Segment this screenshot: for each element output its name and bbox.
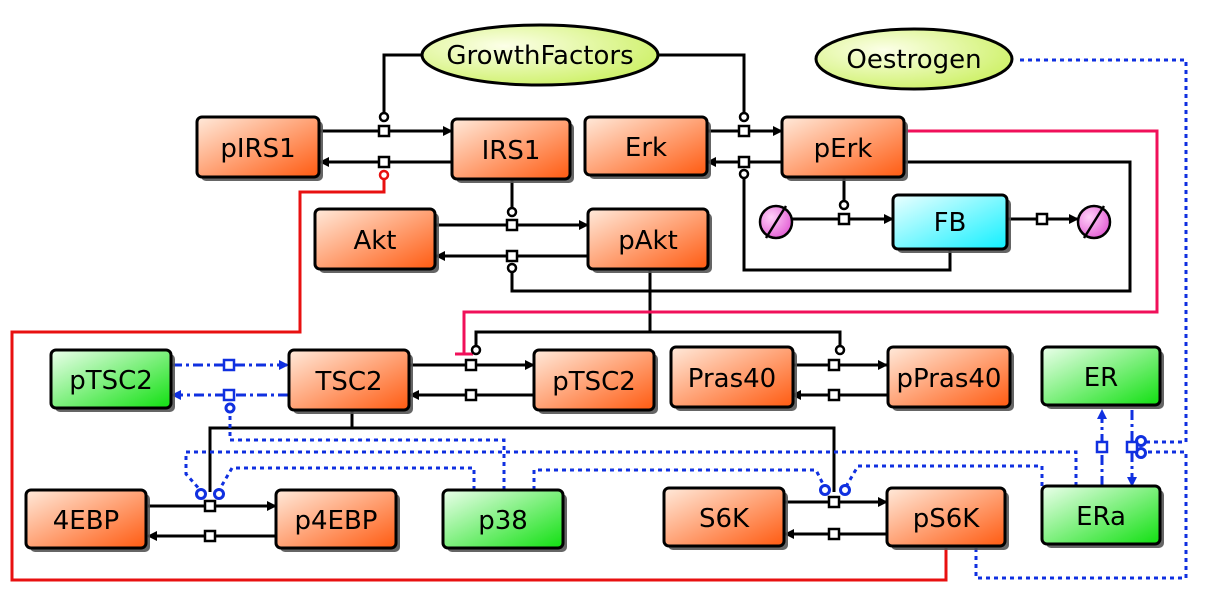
node-label: Erk — [625, 133, 667, 163]
modifier-circles — [378, 111, 850, 356]
node-growthfactors[interactable]: GrowthFactors — [420, 23, 660, 87]
node-pirs1[interactable]: pIRS1 — [195, 115, 321, 179]
reaction-squares-blue — [222, 358, 1139, 454]
node-fb[interactable]: FB — [891, 193, 1009, 251]
node-label: pS6K — [913, 504, 981, 534]
node-label: p4EBP — [295, 506, 378, 536]
node-perk[interactable]: pErk — [780, 115, 906, 179]
node-label: p38 — [478, 506, 528, 536]
node-label: TSC2 — [314, 367, 382, 397]
node-pakt[interactable]: pAkt — [586, 207, 710, 271]
node-era[interactable]: ERa — [1040, 484, 1162, 546]
node-label: pPras40 — [897, 364, 1002, 394]
node-pras40[interactable]: Pras40 — [669, 345, 795, 409]
node-s6k[interactable]: S6K — [662, 486, 786, 548]
inhibition-edges — [10, 129, 1159, 582]
node-oestrogen[interactable]: Oestrogen — [814, 27, 1014, 91]
node-irs1[interactable]: IRS1 — [450, 117, 572, 181]
node-label: pTSC2 — [69, 366, 153, 396]
node-label: pErk — [814, 134, 873, 164]
node-label: pTSC2 — [552, 367, 636, 397]
node-p4ebp[interactable]: p4EBP — [274, 488, 398, 550]
node-ptsc2-right[interactable]: pTSC2 — [532, 348, 656, 412]
node-label: Oestrogen — [846, 45, 981, 75]
node-tsc2[interactable]: TSC2 — [287, 348, 411, 412]
node-ps6k[interactable]: pS6K — [885, 486, 1007, 548]
node-label: GrowthFactors — [446, 41, 633, 71]
node-er[interactable]: ER — [1040, 345, 1162, 407]
source-symbol — [758, 204, 794, 240]
node-label: 4EBP — [53, 506, 120, 536]
node-label: IRS1 — [482, 136, 541, 166]
node-p38[interactable]: p38 — [441, 488, 565, 550]
node-erk[interactable]: Erk — [583, 115, 709, 177]
node-ppras40[interactable]: pPras40 — [886, 345, 1012, 409]
node-akt[interactable]: Akt — [313, 207, 437, 271]
node-label: Pras40 — [688, 364, 776, 394]
reaction-squares — [203, 124, 1049, 543]
node-label: Akt — [353, 226, 396, 256]
node-label: ERa — [1076, 502, 1126, 532]
sink-symbol — [1076, 204, 1112, 240]
node-label: S6K — [699, 504, 750, 534]
node-4ebp[interactable]: 4EBP — [24, 488, 148, 550]
node-label: pIRS1 — [220, 134, 295, 164]
node-label: ER — [1084, 363, 1119, 393]
node-label: FB — [934, 208, 967, 238]
node-ptsc2-left[interactable]: pTSC2 — [49, 348, 173, 410]
node-label: pAkt — [618, 226, 678, 256]
